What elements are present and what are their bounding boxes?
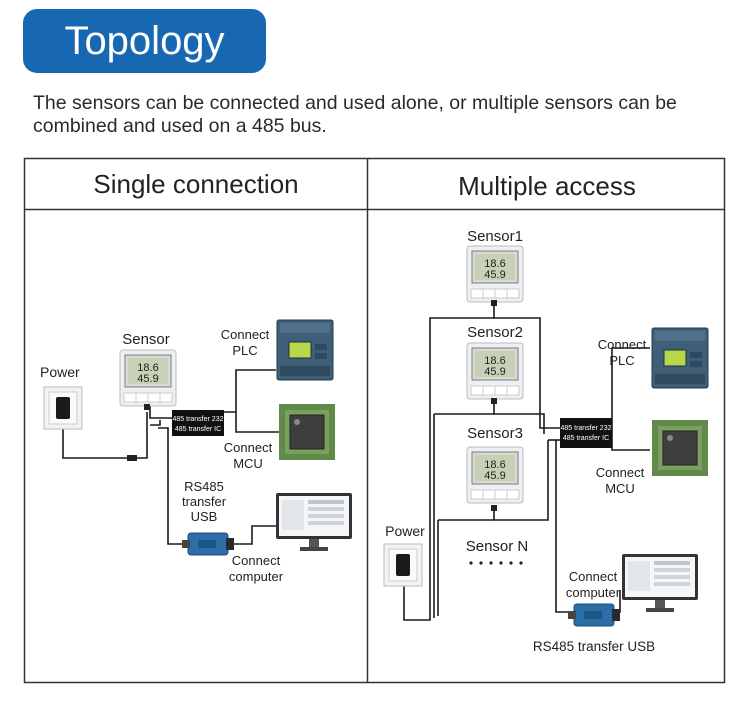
sensor2-device: 18.6 45.9 xyxy=(466,342,524,404)
right-mcu-label-1: Connect xyxy=(596,465,645,480)
svg-text:45.9: 45.9 xyxy=(484,366,505,378)
page-title: Topology xyxy=(64,18,225,63)
title-badge: Topology xyxy=(23,9,266,73)
left-plc-label-2: PLC xyxy=(232,343,257,358)
svg-text:18.6: 18.6 xyxy=(484,355,505,367)
svg-text:45.9: 45.9 xyxy=(484,470,505,482)
left-sensor-label: Sensor xyxy=(122,331,170,348)
usb-converter-icon xyxy=(181,532,235,556)
left-plc-label-1: Connect xyxy=(221,327,270,342)
right-plc-label-2: PLC xyxy=(609,353,634,368)
sensor-n-label: Sensor N xyxy=(466,538,529,555)
intro-text: The sensors can be connected and used al… xyxy=(33,92,677,137)
computer-monitor-icon xyxy=(276,493,352,551)
power-adapter-icon xyxy=(43,386,83,430)
svg-text:18.6: 18.6 xyxy=(484,258,505,270)
left-sensor: 18.6 45.9 xyxy=(119,349,177,410)
right-power-adapter-icon xyxy=(383,543,423,587)
right-rs485-usb-label: RS485 transfer USB xyxy=(533,639,655,654)
right-computer-label-1: Connect xyxy=(569,569,618,584)
left-mcu-label-1: Connect xyxy=(224,440,273,455)
svg-text:485 transfer 232: 485 transfer 232 xyxy=(173,416,224,423)
right-mcu-chip-icon xyxy=(651,419,709,477)
svg-text:485 transfer IC: 485 transfer IC xyxy=(175,426,221,433)
left-mcu-label-2: MCU xyxy=(233,456,263,471)
sensor3-device: 18.6 45.9 xyxy=(466,446,524,511)
lcd-temp: 18.6 xyxy=(137,362,158,374)
svg-text:485 transfer IC: 485 transfer IC xyxy=(563,435,609,442)
svg-text:485 transfer 232: 485 transfer 232 xyxy=(561,425,612,432)
left-power-label: Power xyxy=(40,364,80,380)
column-header-single: Single connection xyxy=(93,169,298,199)
svg-text:45.9: 45.9 xyxy=(484,269,505,281)
left-transfer-ic: 485 transfer 232 485 transfer IC xyxy=(172,410,224,436)
rs485-label-3: USB xyxy=(191,509,218,524)
sensor1-device: 18.6 45.9 xyxy=(466,245,524,306)
right-plc-device-icon xyxy=(651,327,709,389)
table-frame xyxy=(23,157,726,684)
right-computer-label-2: computer xyxy=(566,585,621,600)
rs485-label-1: RS485 xyxy=(184,479,224,494)
sensor2-label: Sensor2 xyxy=(467,324,523,341)
power-plug xyxy=(127,455,137,461)
mcu-chip-icon xyxy=(278,403,336,461)
left-wires xyxy=(62,369,280,545)
right-mcu-label-2: MCU xyxy=(605,481,635,496)
column-header-multiple: Multiple access xyxy=(458,171,636,201)
sensor3-label: Sensor3 xyxy=(467,425,523,442)
svg-text:18.6: 18.6 xyxy=(484,459,505,471)
left-computer-label-1: Connect xyxy=(232,553,281,568)
right-power-label: Power xyxy=(385,523,425,539)
lcd-hum: 45.9 xyxy=(137,373,158,385)
right-computer-monitor-icon xyxy=(622,554,698,612)
plc-device-icon xyxy=(276,319,334,381)
right-usb-converter-icon xyxy=(567,603,621,627)
right-plc-label-1: Connect xyxy=(598,337,647,352)
left-computer-label-2: computer xyxy=(229,569,284,584)
rs485-label-2: transfer xyxy=(182,494,227,509)
right-transfer-ic: 485 transfer 232 485 transfer IC xyxy=(560,418,612,448)
sensor1-label: Sensor1 xyxy=(467,228,523,245)
ellipsis-dots xyxy=(469,561,523,565)
